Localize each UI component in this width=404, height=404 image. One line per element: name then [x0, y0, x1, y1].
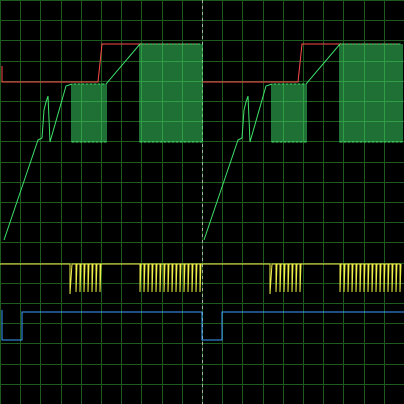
channel-green-trace — [3, 42, 403, 241]
channel-blue-trace — [1, 310, 404, 341]
channel-yellow-trace — [0, 263, 402, 295]
traces — [0, 42, 404, 341]
